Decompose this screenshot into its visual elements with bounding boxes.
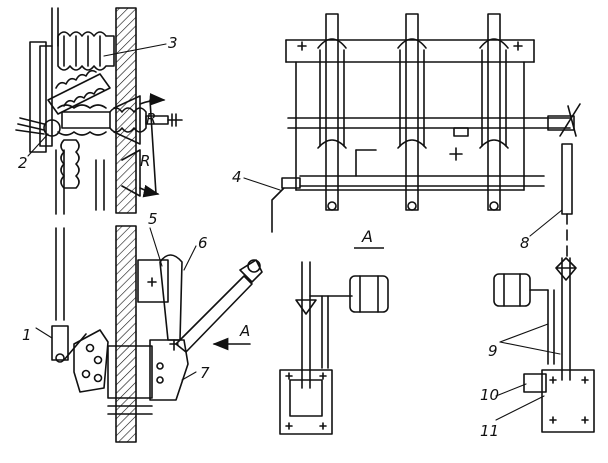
part-labels: 1 2 3 4 5 6 7 8 9 10 11 R R A A bbox=[18, 34, 530, 440]
label-1: 1 bbox=[22, 326, 32, 344]
pole-2 bbox=[397, 13, 427, 211]
radius-arc-lower bbox=[139, 184, 160, 198]
radius-label-lower: R bbox=[140, 152, 150, 170]
drive-housing-7 bbox=[149, 339, 189, 401]
view-a-title: A bbox=[361, 227, 373, 246]
crank-plate bbox=[73, 329, 109, 393]
rod-8 bbox=[561, 143, 573, 215]
knife-blade bbox=[47, 69, 111, 115]
label-4: 4 bbox=[232, 168, 242, 186]
label-8: 8 bbox=[520, 234, 530, 252]
insulator-vertical bbox=[60, 139, 80, 189]
label-5: 5 bbox=[148, 210, 158, 228]
label-3: 3 bbox=[168, 34, 178, 52]
crank-4 bbox=[271, 177, 301, 233]
label-7: 7 bbox=[200, 364, 210, 382]
label-9: 9 bbox=[488, 342, 498, 360]
block-5 bbox=[137, 259, 169, 303]
insulator-lower bbox=[57, 104, 183, 136]
view-a-right bbox=[493, 257, 595, 433]
pole-1 bbox=[317, 13, 347, 211]
wall-section-lower bbox=[115, 225, 137, 443]
radius-label-upper: R bbox=[146, 110, 156, 128]
front-view bbox=[243, 13, 581, 259]
base-plate-left bbox=[279, 369, 333, 435]
block-10 bbox=[523, 373, 547, 393]
label-10: 10 bbox=[480, 386, 499, 404]
label-11: 11 bbox=[480, 422, 499, 440]
insulator-3 bbox=[57, 31, 115, 71]
upper-side-view bbox=[15, 7, 183, 215]
mounting-plate bbox=[29, 41, 47, 153]
radius-arc-upper bbox=[139, 93, 166, 106]
base-plate-right bbox=[541, 369, 595, 433]
view-arrow-label: A bbox=[239, 322, 250, 340]
label-6: 6 bbox=[198, 234, 208, 252]
operating-handle[interactable] bbox=[175, 275, 253, 353]
rod-end-1 bbox=[51, 325, 69, 361]
bracket-6 bbox=[159, 254, 183, 341]
pole-3 bbox=[479, 13, 509, 211]
drive-side-view bbox=[35, 225, 263, 443]
label-2: 2 bbox=[18, 154, 28, 172]
view-a-left bbox=[279, 261, 389, 435]
